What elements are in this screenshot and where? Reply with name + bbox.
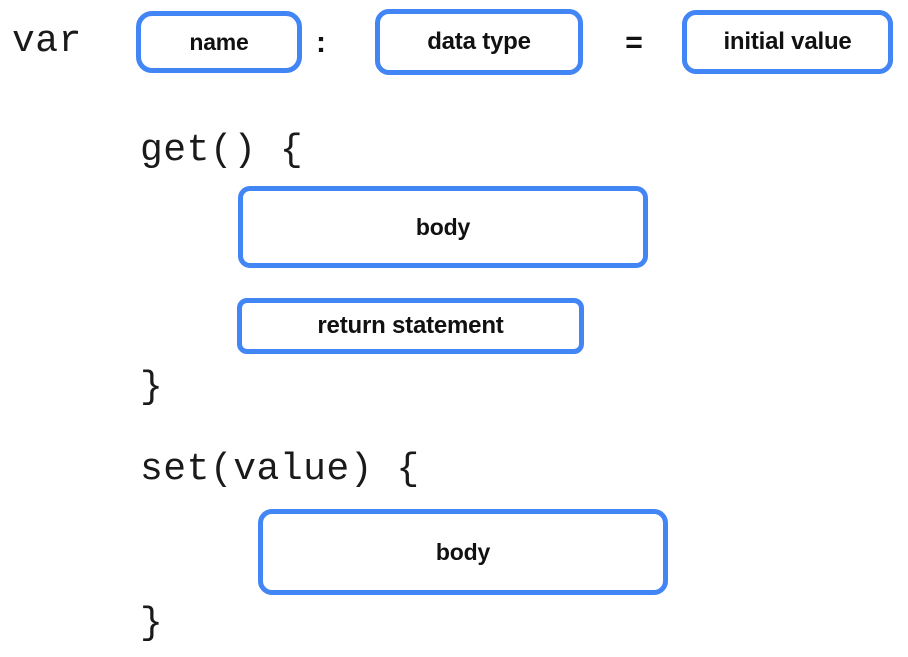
- name-placeholder-label: name: [189, 28, 249, 55]
- initial-value-placeholder-label: initial value: [723, 28, 852, 55]
- setter-closing-brace: }: [140, 602, 164, 645]
- return-statement-placeholder-label: return statement: [317, 312, 504, 339]
- equals-operator: =: [625, 26, 643, 59]
- data-type-placeholder-box: data type: [375, 9, 583, 75]
- return-statement-placeholder-box: return statement: [237, 298, 584, 354]
- setter-body-placeholder-label: body: [435, 538, 491, 565]
- var-keyword: var: [12, 20, 82, 63]
- initial-value-placeholder-box: initial value: [682, 10, 893, 74]
- name-placeholder-box: name: [136, 11, 302, 73]
- setter-signature: set(value) {: [140, 448, 420, 491]
- getter-signature: get() {: [140, 129, 304, 172]
- setter-body-placeholder-box: body: [258, 509, 668, 595]
- colon-separator: :: [316, 26, 326, 59]
- getter-body-placeholder-box: body: [238, 186, 648, 268]
- getter-closing-brace: }: [140, 366, 164, 409]
- getter-body-placeholder-label: body: [415, 213, 471, 240]
- data-type-placeholder-label: data type: [427, 28, 531, 55]
